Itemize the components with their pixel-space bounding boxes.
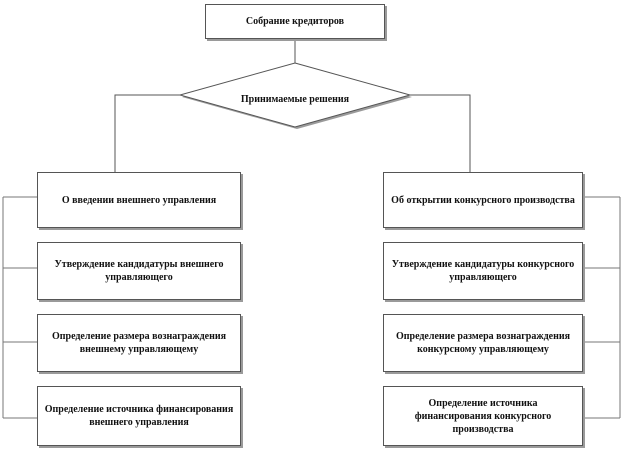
external-management-box: О введении внешнего управления <box>37 172 241 228</box>
left-item-label: Определение источника финансирования вне… <box>44 404 234 428</box>
right-item-box: Определение источника финансирования кон… <box>383 386 583 446</box>
right-item-label: Утверждение кандидатуры конкурсного упра… <box>391 259 575 283</box>
left-item-label: Определение размера вознаграждения внешн… <box>51 331 227 355</box>
left-item-box: Определение размера вознаграждения внешн… <box>37 314 241 372</box>
right-item-label: Определение источника финансирования кон… <box>414 397 552 435</box>
right-item-box: Определение размера вознаграждения конку… <box>383 314 583 372</box>
bankruptcy-proceedings-label: Об открытии конкурсного производства <box>391 194 575 206</box>
left-item-box: Утверждение кандидатуры внешнего управля… <box>37 242 241 300</box>
decision-label: Принимаемые решения <box>240 94 350 105</box>
right-item-label: Определение размера вознаграждения конку… <box>395 331 571 355</box>
creditors-meeting-box: Собрание кредиторов <box>205 4 385 39</box>
right-item-box: Утверждение кандидатуры конкурсного упра… <box>383 242 583 300</box>
bankruptcy-proceedings-box: Об открытии конкурсного производства <box>383 172 583 228</box>
decision-diamond <box>178 62 412 128</box>
external-management-label: О введении внешнего управления <box>61 194 217 206</box>
creditors-meeting-label: Собрание кредиторов <box>245 16 345 27</box>
left-item-label: Утверждение кандидатуры внешнего управля… <box>54 259 224 283</box>
left-item-box: Определение источника финансирования вне… <box>37 386 241 446</box>
